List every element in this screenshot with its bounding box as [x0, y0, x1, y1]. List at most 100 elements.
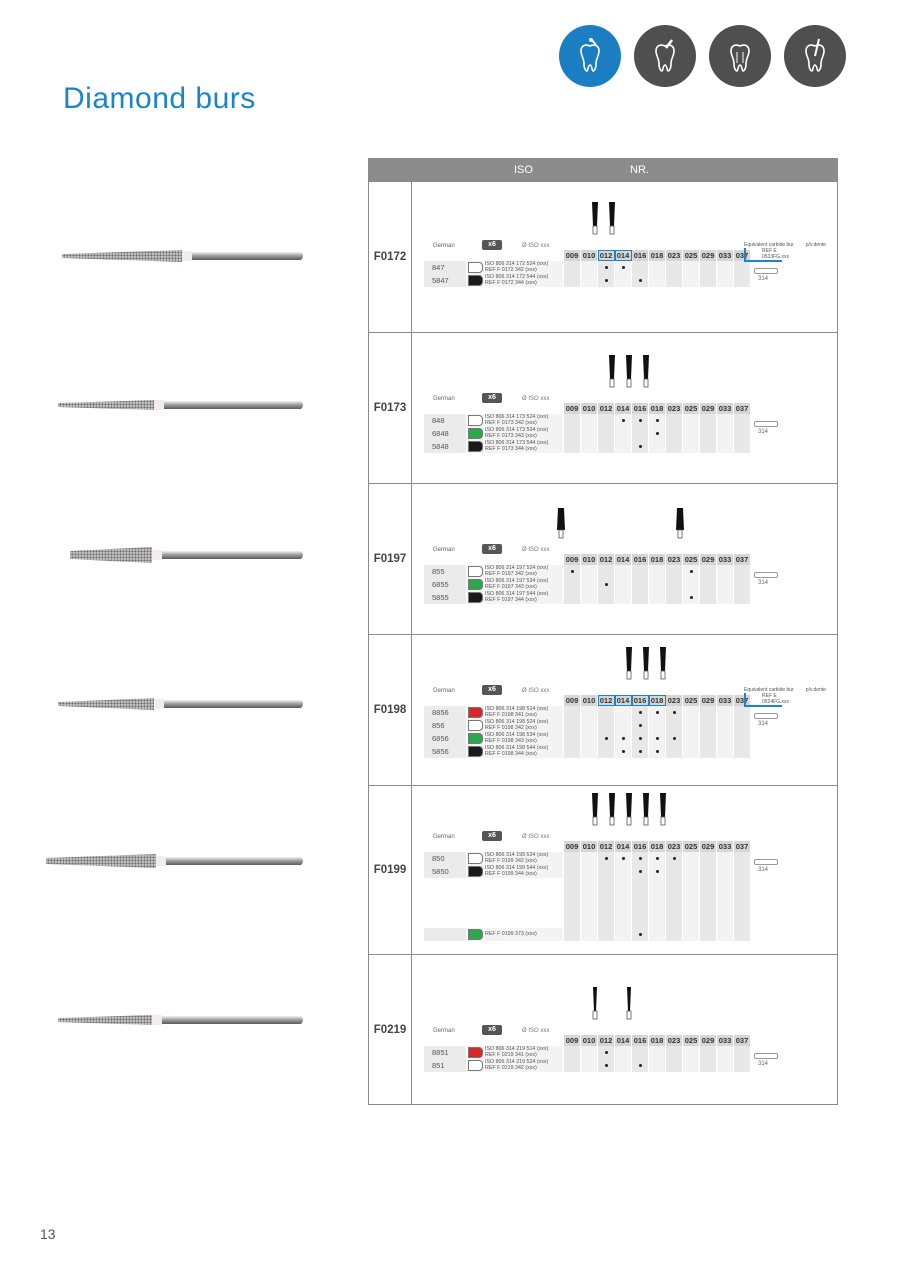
tooth-root-icon[interactable]	[709, 25, 771, 87]
header-spacer	[484, 1035, 564, 1046]
pack-badge: x6	[482, 393, 502, 403]
size-header: 033	[716, 841, 734, 852]
ref-number: REF F 0172 342 (xxx)	[485, 266, 537, 273]
grid-cell	[665, 414, 683, 427]
iso-ref-cell: ISO 806 314 198 534 (xxx)REF F 0198 343 …	[484, 732, 564, 745]
tooth-endo-icon[interactable]	[784, 25, 846, 87]
size-header: 025	[682, 554, 700, 565]
color-swatch-cell	[466, 719, 485, 732]
availability-dot	[621, 266, 625, 269]
german-label: German	[433, 1028, 455, 1034]
bur-tip-icon	[609, 355, 615, 388]
grid-cell	[597, 745, 615, 758]
iso-number: ISO 806 314 198 544 (xxx)	[485, 745, 549, 751]
grid-cell	[665, 878, 683, 928]
grid-cell	[733, 706, 751, 719]
iso-ref-cell: ISO 806 314 198 514 (xxx)REF F 0198 341 …	[484, 706, 564, 719]
tooth-drill-icon[interactable]	[559, 25, 621, 87]
grid-cell	[682, 578, 700, 591]
diameter-label: Ø ISO xxx	[522, 243, 550, 249]
size-header: 025	[682, 1035, 700, 1046]
availability-dot	[638, 1064, 642, 1067]
size-header: 010	[580, 403, 598, 414]
availability-dot	[621, 857, 625, 860]
size-header: 014	[614, 841, 632, 852]
grid-cell	[580, 274, 598, 287]
color-swatch-cell	[466, 591, 485, 604]
grid-cell	[733, 414, 751, 427]
iso-number: ISO 806 314 197 534 (xxx)	[485, 578, 549, 584]
availability-dot	[621, 419, 625, 422]
bur-tip-icon	[592, 987, 598, 1020]
price-label: p/v.dente	[805, 242, 826, 248]
header-spacer	[484, 554, 564, 565]
grid-cell	[580, 414, 598, 427]
grid-cell	[597, 591, 615, 604]
grit-color-swatch	[468, 275, 483, 286]
german-number: 850	[424, 852, 467, 865]
size-header: 014	[614, 1035, 632, 1046]
grid-cell	[648, 852, 666, 865]
size-header: 016	[631, 841, 649, 852]
grid-cell	[699, 261, 717, 274]
availability-dot	[638, 724, 642, 727]
availability-dot	[638, 737, 642, 740]
grid-cell	[699, 414, 717, 427]
grid-cell	[580, 427, 598, 440]
grid-cell	[648, 732, 666, 745]
bur-illustration	[46, 854, 303, 868]
grid-cell	[733, 1046, 751, 1059]
pack-badge: x6	[482, 685, 502, 695]
grid-cell	[614, 578, 632, 591]
grid-cell	[648, 706, 666, 719]
bur-tip-icon	[643, 647, 649, 680]
grid-cell	[614, 440, 632, 453]
grid-cell	[733, 732, 751, 745]
grid-cell	[563, 745, 581, 758]
grit-color-swatch	[468, 415, 483, 426]
grid-cell	[733, 745, 751, 758]
grid-cell	[699, 427, 717, 440]
availability-dot	[604, 737, 608, 740]
grid-cell	[580, 928, 598, 941]
bur-tip-icon	[592, 793, 598, 826]
iso-ref-cell: ISO 806 314 198 544 (xxx)REF F 0198 344 …	[484, 745, 564, 758]
shank-code: 314	[758, 1061, 769, 1067]
bur-code: F0198	[369, 635, 412, 785]
grid-cell	[648, 745, 666, 758]
size-header: 010	[580, 1035, 598, 1046]
ref-number: REF F 0219 341 (xxx)	[485, 1051, 537, 1058]
iso-ref-cell: ISO 806 314 198 524 (xxx)REF F 0198 342 …	[484, 719, 564, 732]
ref-number: REF F 0198 342 (xxx)	[485, 724, 537, 731]
size-header: 037	[733, 841, 751, 852]
german-number: 8851	[424, 1046, 467, 1059]
grid-cell	[665, 745, 683, 758]
grid-cell	[665, 261, 683, 274]
size-header: 037	[733, 554, 751, 565]
size-header: 029	[699, 250, 717, 261]
grid-cell	[665, 852, 683, 865]
grit-color-swatch	[468, 566, 483, 577]
grid-cell	[716, 732, 734, 745]
availability-dot	[655, 870, 659, 873]
size-header: 023	[665, 1035, 683, 1046]
size-header: 033	[716, 250, 734, 261]
color-swatch-cell	[466, 732, 485, 745]
bur-code: F0219	[369, 955, 412, 1104]
pack-badge: x6	[482, 240, 502, 250]
color-swatch-cell	[466, 578, 485, 591]
size-header: 029	[699, 554, 717, 565]
bur-tip-icon	[626, 355, 632, 388]
tooth-crown-prep-icon[interactable]	[634, 25, 696, 87]
bur-tip-icon	[609, 793, 615, 826]
grid-cell	[597, 578, 615, 591]
iso-number: ISO 806 314 173 524 (xxx)	[485, 414, 549, 420]
grid-cell	[631, 591, 649, 604]
